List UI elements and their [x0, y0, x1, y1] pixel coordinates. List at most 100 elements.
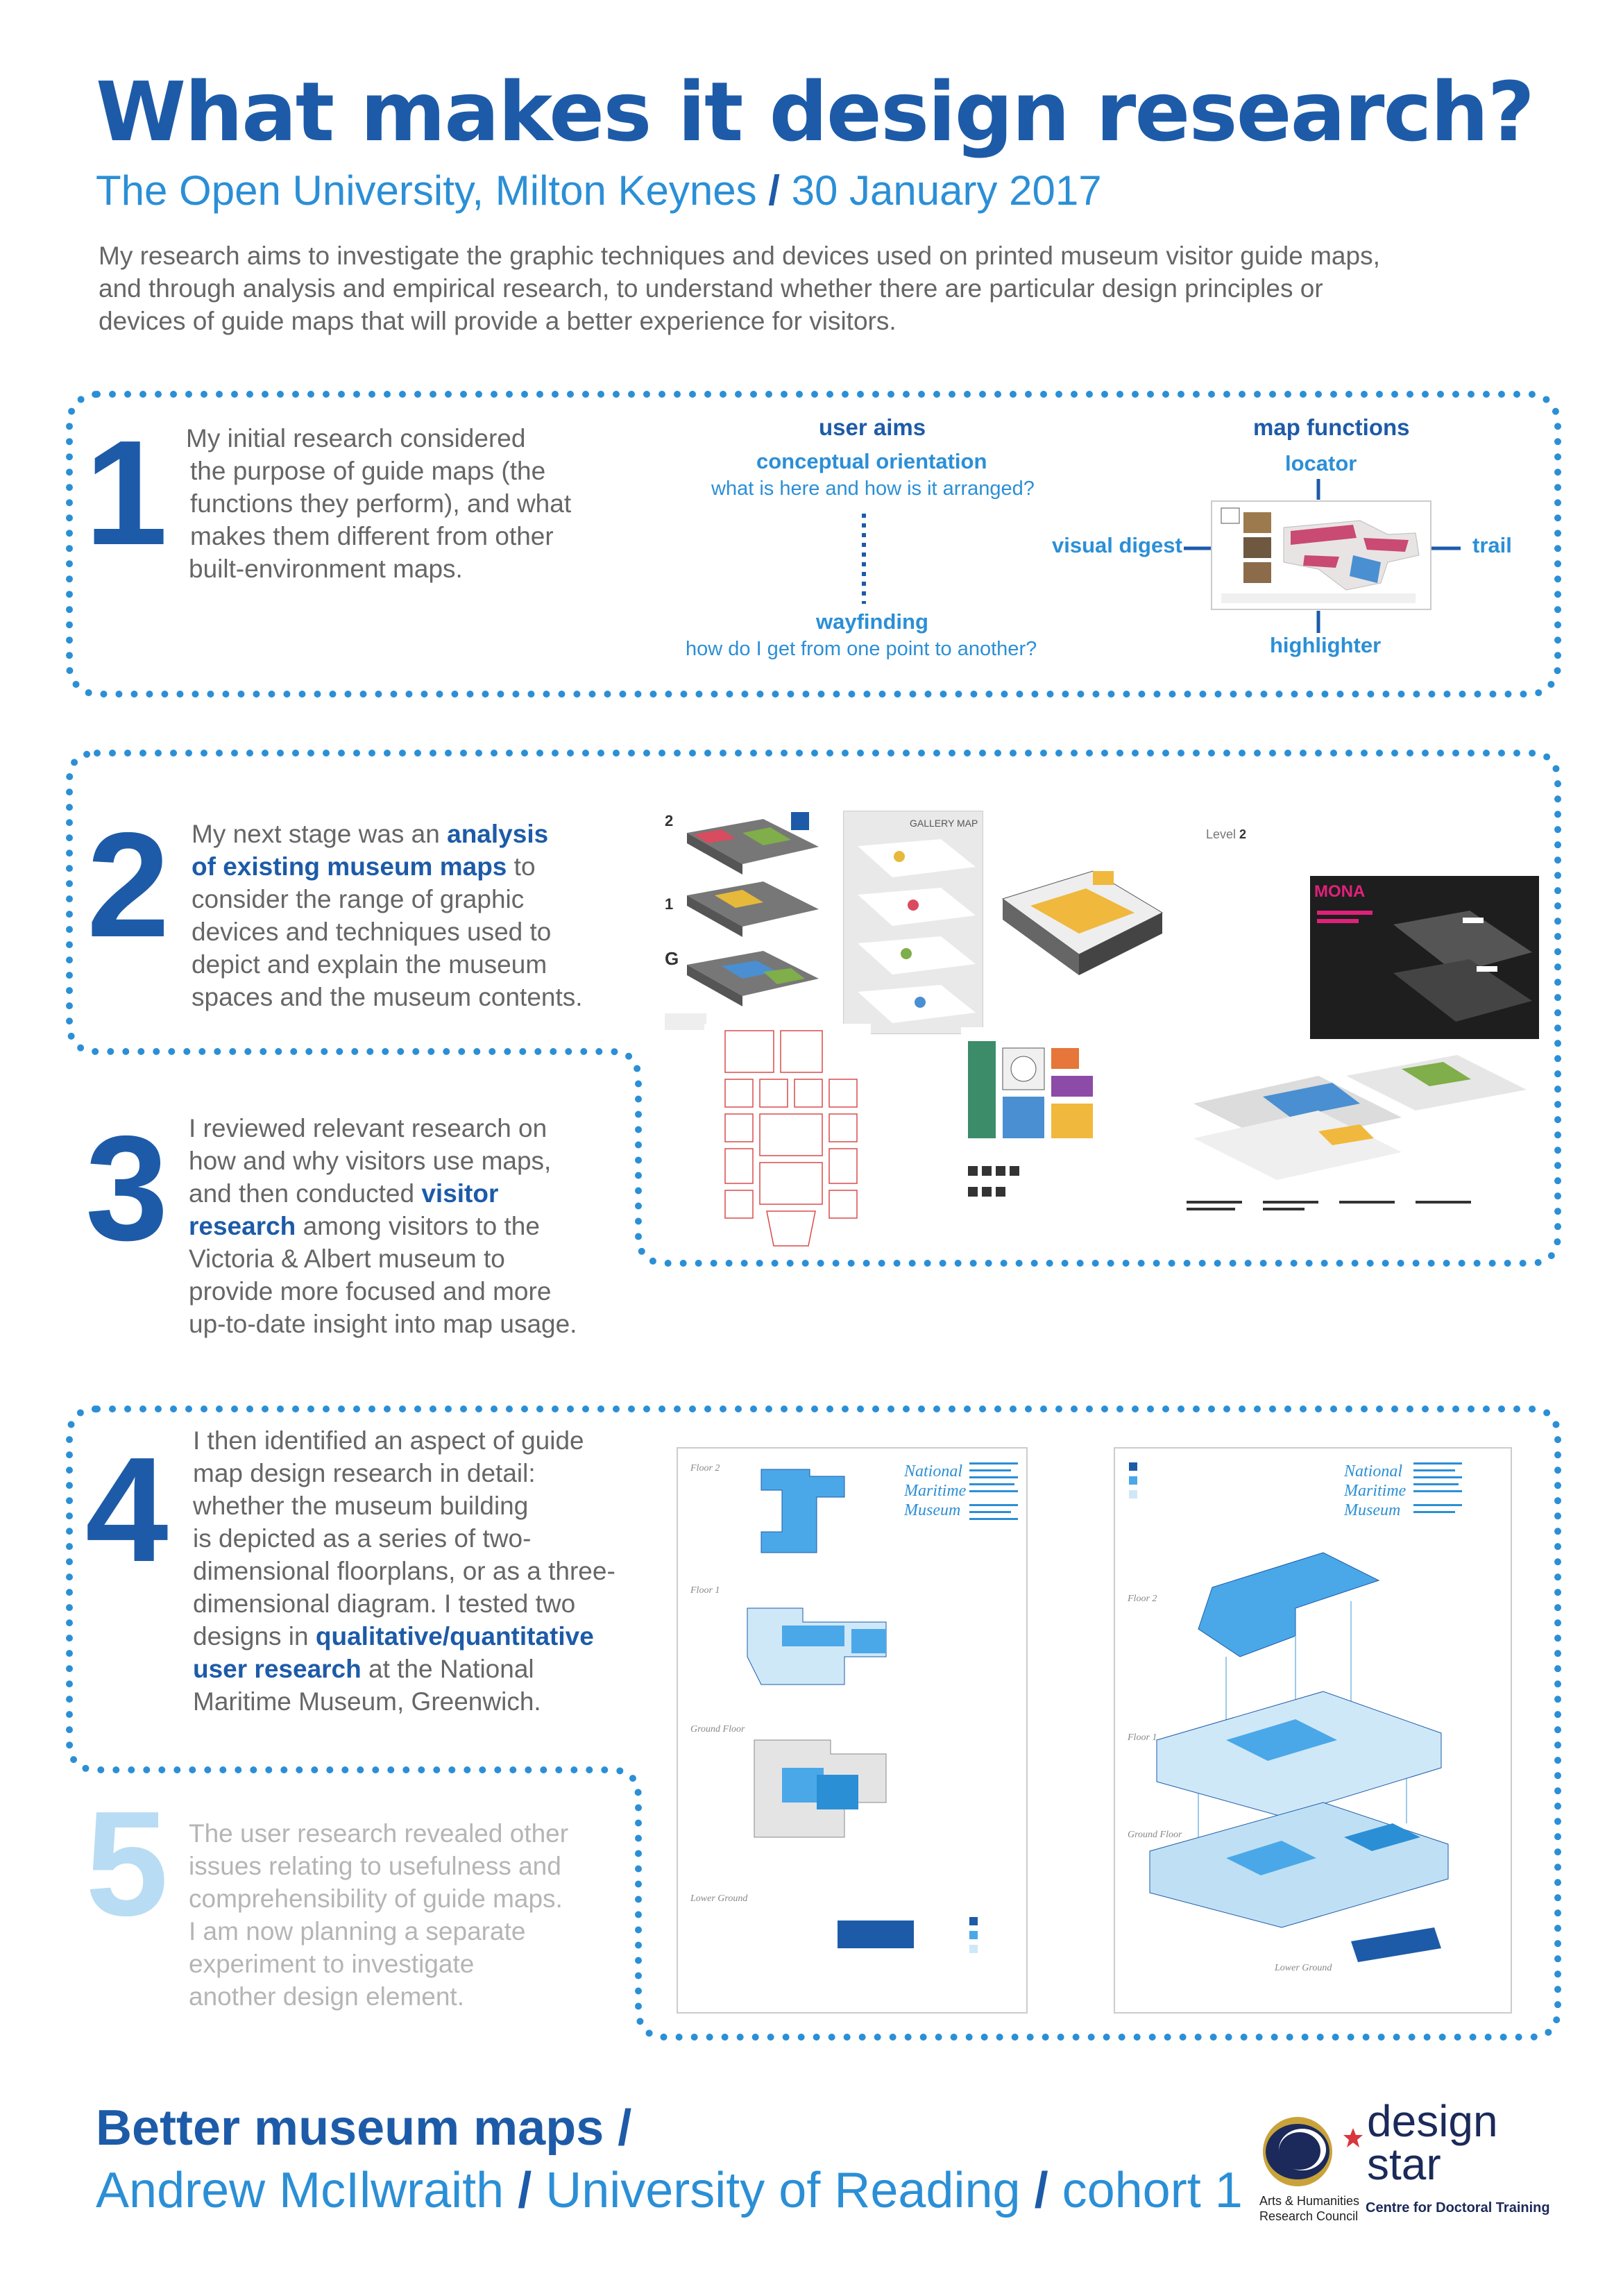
thumb-floor-1: 1 — [665, 895, 673, 913]
ahrc-logo-icon — [1263, 2117, 1332, 2186]
exploded-map-art — [1187, 1055, 1527, 1210]
dotted-connector — [862, 514, 866, 604]
label-locator: locator — [1285, 451, 1357, 475]
step-1-line: makes them different from other — [190, 522, 554, 550]
label-map-functions: map functions — [1253, 414, 1410, 440]
floor-label-2d: Ground Floor — [690, 1724, 745, 1734]
map-functions-diagram — [1184, 479, 1461, 633]
floor-label-2d: Lower Ground — [690, 1893, 748, 1904]
step-4-l7: designs in — [193, 1622, 316, 1651]
step-4-l5: dimensional floorplans, or as a three- — [193, 1557, 615, 1585]
step-4-emph: qualitative/quantitative — [315, 1622, 594, 1651]
step-2-emph: of existing museum maps — [192, 852, 507, 881]
subtitle-date: 30 January 2017 — [791, 167, 1102, 214]
step-3-l4: among visitors to the — [296, 1212, 540, 1240]
floorplans-2d-art: Floor 2 Floor 1 Ground Floor Lower Groun… — [690, 1462, 1018, 1953]
step-5-line: experiment to investigate — [189, 1950, 475, 1978]
step-1-line: functions they perform), and what — [190, 489, 572, 518]
step-2-text: My next stage was an analysis of existin… — [192, 818, 583, 1013]
map-title-line: Maritime — [1343, 1482, 1407, 1500]
thumb-floor-2: 2 — [665, 812, 673, 829]
floor-label-2d: Floor 2 — [690, 1463, 720, 1474]
gold-map-art — [1001, 870, 1164, 975]
step-2-l5: depict and explain the museum — [192, 950, 547, 979]
step-3-l2: how and why visitors use maps, — [189, 1147, 552, 1175]
step-4-l6: dimensional diagram. I tested two — [193, 1589, 576, 1618]
label-conceptual-sub: what is here and how is it arranged? — [711, 478, 1035, 500]
va-map-art — [968, 1041, 1093, 1197]
mona-map-art: MONA — [1314, 882, 1532, 1022]
step-5-text: The user research revealed other issues … — [189, 1817, 568, 2013]
page-title: What makes it design research? — [96, 64, 1535, 160]
frame-step-2-3 — [66, 750, 1561, 1267]
footer-title: Better museum maps / — [96, 2100, 632, 2156]
step-1-line: My initial research considered — [186, 424, 526, 453]
step-3-l3: and then conducted — [189, 1179, 422, 1208]
step-2-l4: devices and techniques used to — [192, 918, 552, 946]
star-icon — [1343, 2128, 1363, 2147]
step-2-l3: consider the range of graphic — [192, 885, 525, 913]
label-user-aims: user aims — [819, 414, 926, 440]
step-5-line: The user research revealed other — [189, 1819, 569, 1848]
step-2-l1: My next stage was an — [192, 820, 448, 848]
footer-sep: / — [1034, 2163, 1048, 2218]
subtitle-separator: / — [768, 167, 780, 214]
step-2-number: 2 — [87, 801, 170, 968]
thumb-mona-map: MONA — [1310, 876, 1539, 1039]
thumb-isometric-map: 2 1 G — [665, 812, 819, 1030]
design-star-logo: design star — [1367, 2096, 1498, 2189]
step-3-l7: up-to-date insight into map usage. — [189, 1310, 577, 1338]
thumb-exploded-map — [1180, 1048, 1540, 1249]
step-3-text: I reviewed relevant research on how and … — [189, 1112, 577, 1340]
step-4-l8: at the National — [361, 1655, 534, 1683]
step-2-emph: analysis — [447, 820, 549, 848]
footer-university: University of Reading — [545, 2163, 1021, 2218]
map-title-line: Museum — [1343, 1501, 1400, 1519]
map-title-line: Museum — [903, 1501, 960, 1519]
step-4-l9: Maritime Museum, Greenwich. — [193, 1687, 541, 1716]
page-subtitle: The Open University, Milton Keynes / 30 … — [96, 167, 1102, 214]
subtitle-place: The Open University, Milton Keynes — [96, 167, 757, 214]
diagram-3d-art: National Maritime Museum Floor 2 Floor 1… — [1127, 1462, 1462, 1973]
floor-label-3d: Ground Floor — [1128, 1830, 1182, 1840]
step-4-l3: whether the museum building — [193, 1492, 529, 1520]
map-title-line: Maritime — [903, 1482, 967, 1500]
thumb-red-floorplan — [704, 1024, 871, 1253]
thumb-level-label: Level 2 — [1206, 827, 1246, 842]
thumb-2d-floorplans: Floor 2 Floor 1 Ground Floor Lower Groun… — [677, 1447, 1028, 2014]
thumb-floor-g: G — [665, 948, 679, 969]
floor-label-3d: Floor 2 — [1127, 1594, 1157, 1604]
gallery-map-art: GALLERY MAP — [858, 818, 978, 1023]
frame-step-1 — [66, 391, 1561, 698]
thumb-gallery-map: GALLERY MAP — [843, 811, 983, 1034]
design-star-word: star — [1367, 2139, 1441, 2189]
step-5-line: issues relating to usefulness and — [189, 1852, 561, 1880]
ahrc-text: Arts & Humanities Research Council — [1259, 2193, 1359, 2224]
red-floorplan-art — [724, 1030, 858, 1247]
label-trail: trail — [1472, 533, 1512, 557]
label-wayfinding: wayfinding — [816, 609, 928, 634]
design-star-word: design — [1367, 2096, 1498, 2146]
floor-label-3d: Lower Ground — [1274, 1963, 1332, 1973]
map-title-line: National — [1343, 1462, 1402, 1480]
thumb-va-map — [961, 1027, 1114, 1229]
step-3-l1: I reviewed relevant research on — [189, 1114, 547, 1142]
step-3-emph: visitor — [421, 1179, 499, 1208]
frame-step-4-5 — [66, 1406, 1561, 2041]
map-title-line: National — [903, 1462, 962, 1480]
step-3-number: 3 — [85, 1104, 169, 1272]
mona-label: MONA — [1314, 882, 1365, 901]
step-3-emph: research — [189, 1212, 296, 1240]
thumb-3d-gold-map — [989, 843, 1173, 996]
step-5-line: another design element. — [189, 1982, 464, 2011]
step-5-line: I am now planning a separate — [189, 1917, 526, 1945]
step-4-l1: I then identified an aspect of guide — [193, 1426, 584, 1455]
step-1-line: built-environment maps. — [189, 555, 463, 583]
step-4-number: 4 — [85, 1426, 169, 1593]
footer-author: Andrew McIlwraith — [96, 2163, 504, 2218]
thumb-3d-diagram: National Maritime Museum Floor 2 Floor 1… — [1114, 1447, 1512, 2014]
floor-label-2d: Floor 1 — [690, 1585, 720, 1596]
step-1-line: the purpose of guide maps (the — [190, 457, 546, 485]
thumb-gallery-map-label: GALLERY MAP — [910, 818, 978, 829]
